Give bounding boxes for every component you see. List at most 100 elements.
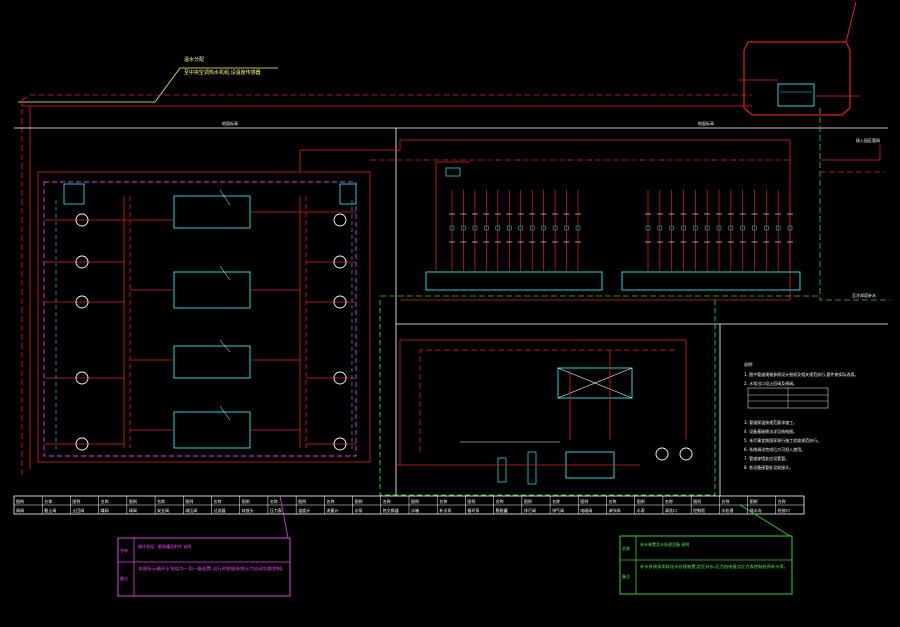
riser-pipe: [483, 190, 490, 272]
riser-pipe: [449, 190, 455, 272]
notes-block: 说明: 1. 图中管道规格参照设计图纸及相关规范执行,管件按实际选用。2. 水泵…: [744, 361, 858, 470]
magenta-row1-text: 循环泵组、膨胀罐及附件 说明: [138, 543, 191, 549]
legend-header-cell: 图例: [411, 498, 419, 504]
legend-header-cell: 图例: [129, 498, 137, 504]
riser-pipe: [540, 190, 547, 272]
legend-header-cell: 图例: [185, 498, 193, 504]
top-callout-text: 至中央空调热水机组,设温度传感器: [184, 69, 261, 76]
pump-icon: [75, 255, 89, 269]
legend-value-cell: 流量计: [326, 507, 338, 513]
legend-header-cell: 名称: [778, 498, 786, 504]
legend-header-cell: 名称: [157, 498, 165, 504]
legend-value-cell: 清洗口: [665, 507, 677, 513]
riser-pipe: [751, 190, 758, 272]
legend-header-cell: 名称: [721, 498, 729, 504]
water-treatment-area: [379, 300, 716, 496]
pump-row-5: [44, 437, 356, 451]
pump-icon: [655, 447, 669, 461]
riser-pipe: [494, 190, 501, 272]
legend-header-cell: 图例: [355, 498, 363, 504]
legend-value-cell: 排水沟: [750, 507, 762, 513]
pump-rows: [44, 200, 356, 451]
legend-header-cell: 图例: [72, 498, 80, 504]
legend-header-cell: 图例: [16, 498, 24, 504]
riser-pipe: [668, 190, 675, 272]
floor-right-label: 地面标高: [698, 120, 714, 126]
plate-heat-exchanger: [557, 367, 633, 399]
riser-pipe: [704, 190, 711, 272]
heat-exchangers: [173, 189, 251, 449]
top-callout: 温水分配 至中央空调热水机组,设温度传感器: [18, 56, 278, 103]
riser-pipe: [529, 190, 536, 272]
legend-header-cell: 名称: [496, 498, 504, 504]
pump-icon: [75, 437, 89, 451]
legend-value-cell: 球阀: [129, 507, 137, 513]
note-line: 1. 图中管道规格参照设计图纸及相关规范执行,管件按实际选用。: [744, 371, 858, 377]
riser-pipe: [517, 190, 524, 272]
green-row2-text: 补水系统采用软化水处理装置,定压补水,压力由电接点压力表控制启停补水泵。: [640, 563, 788, 569]
note-line: 7. 管道穿墙处应设套管。: [744, 455, 789, 461]
riser-pipe: [460, 190, 467, 272]
pump-row-2: [44, 255, 356, 291]
legend-header-cell: 名称: [665, 498, 673, 504]
legend-value-cell: 水箱: [411, 507, 419, 513]
riser-pipe: [727, 190, 734, 272]
legend-value-cell: 蝶阀: [101, 507, 109, 513]
legend-header-cell: 名称: [270, 498, 278, 504]
notes-lines: 1. 图中管道规格参照设计图纸及相关规范执行,管件按实际选用。2. 水泵出口设止…: [744, 371, 858, 470]
legend-value-cell: 膨胀罐: [496, 507, 508, 513]
riser-pipe: [763, 190, 770, 272]
expansion-tank-enclosure: [738, 1, 860, 116]
pump-icon: [75, 213, 89, 227]
legend-value-cell: 水处理: [721, 507, 733, 513]
riser-pipe: [552, 190, 559, 272]
legend-value-cell: 过滤器: [214, 507, 226, 513]
legend-value-cell: 排污阀: [524, 507, 536, 513]
legend-value-cell: 软接头: [242, 507, 254, 513]
legend-header-cell: 名称: [44, 498, 52, 504]
legend-header-cell: 图例: [242, 498, 250, 504]
notes-title: 说明:: [744, 361, 753, 367]
riser-pipe: [471, 190, 478, 272]
green-row2-tag: 备注: [622, 573, 630, 579]
legend-header-cell: 名称: [609, 498, 617, 504]
right-note-label: 接入园区管网: [856, 137, 880, 143]
pump-row-1: [44, 211, 356, 227]
pump-icon: [333, 371, 347, 385]
manifold-right: [621, 271, 801, 291]
pump-icon: [75, 371, 89, 385]
pump-station-area: [43, 181, 357, 457]
top-callout-label: 温水分配: [184, 56, 204, 63]
legend-value-cell: 闸阀: [16, 507, 24, 513]
legend-table: 图例闸阀名称截止阀图例止回阀名称蝶阀图例球阀名称安全阀图例减压阀名称过滤器图例软…: [13, 495, 805, 515]
legend-value-cell: 截止阀: [44, 507, 56, 513]
note-line: 6. 系统调试完成后方可投入使用。: [744, 446, 805, 452]
heat-exchanger-3: [173, 345, 251, 379]
riser-pipe: [563, 190, 570, 272]
heat-exchanger-2: [173, 271, 251, 309]
legend-value-cell: 控制柜: [693, 507, 705, 513]
legend-header-cell: 名称: [326, 498, 334, 504]
legend-value-cell: 水泵: [355, 507, 363, 513]
legend-value-cell: 补水泵: [439, 507, 451, 513]
floor-left-label: 地面标高: [222, 120, 238, 126]
legend-header-cell: 图例: [580, 498, 588, 504]
legend-cells: 图例闸阀名称截止阀图例止回阀名称蝶阀图例球阀名称安全阀图例减压阀名称过滤器图例软…: [16, 496, 790, 514]
legend-value-cell: 压力表: [270, 507, 282, 513]
legend-header-cell: 图例: [693, 498, 701, 504]
legend-header-cell: 图例: [524, 498, 532, 504]
pump-icon: [333, 213, 347, 227]
note-line: 4. 设备基础做法详见结构图。: [744, 428, 797, 434]
legend-header-cell: 名称: [552, 498, 560, 504]
legend-value-cell: 水表: [637, 507, 645, 513]
riser-pipe: [680, 190, 687, 272]
floor-lines: 地面标高 地面标高: [14, 120, 888, 496]
green-callout: 名称 补水装置及水处理设备 说明 备注 补水系统采用软化水处理装置,定压补水,压…: [619, 504, 793, 595]
magenta-row2-text: 本图所示循环水泵组为一用一备配置,运行时根据系统压力自动切换控制。: [138, 565, 286, 571]
magenta-row2-tag: 备注: [120, 575, 128, 581]
legend-header-cell: 名称: [439, 498, 447, 504]
manifold-left: [425, 271, 603, 291]
magenta-row1-tag: 名称: [120, 547, 128, 553]
note-line: 3. 管道保温按规范要求施工。: [744, 419, 797, 425]
